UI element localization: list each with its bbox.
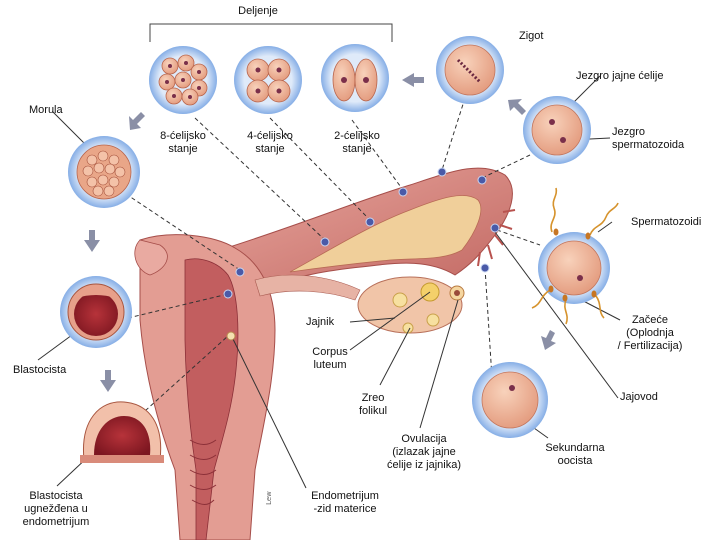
tube-markers [223, 167, 500, 299]
label-division: Deljenje [238, 5, 278, 17]
label-2-cell: 2-ćelijsko stanje [334, 130, 380, 155]
arrow-blasto-to-implanted [100, 370, 116, 392]
label-zygote: Zigot [519, 30, 544, 42]
implant-marker [226, 331, 236, 341]
label-sperm-nucleus: Jezgro spermatozoida [612, 126, 685, 151]
arrow-fert-to-zygote [508, 99, 526, 115]
artist-signature: Lew [264, 491, 273, 505]
label-implanted-blastocyst: Blastocista ugnežđena u endometrijum [22, 490, 90, 528]
division-bracket [149, 23, 393, 42]
label-ovary: Jajnik [306, 316, 335, 328]
label-secondary-oocyte: Sekundarna oocista [545, 442, 605, 467]
label-mature-follicle: Zreo folikul [358, 392, 388, 417]
label-ovulation: Ovulacija (izlazak jajne ćelije iz jajni… [387, 433, 461, 471]
arrow-oocyte-to-fert [541, 330, 556, 350]
two-cell-stage [321, 44, 389, 112]
egg-nucleus-cell [523, 96, 591, 164]
flow-arrows [84, 73, 556, 392]
secondary-oocyte-cell [472, 362, 548, 438]
morula-cell [68, 136, 140, 208]
label-conception: Začeće (Oplodnja / Fertilizacija) [617, 314, 683, 352]
label-fallopian-tube: Jajovod [620, 391, 658, 403]
arrow-zygote-to-2cell [402, 73, 424, 87]
label-egg-nucleus: Jezgro jajne ćelije [576, 70, 664, 82]
zygote-cell [436, 36, 504, 104]
label-8-cell: 8-ćelijsko stanje [160, 130, 206, 155]
blastocyst-cell [60, 276, 132, 348]
label-corpus-luteum: Corpus luteum [312, 346, 348, 371]
fertilization-cell [531, 187, 619, 325]
uterus-anatomy [134, 167, 516, 541]
label-morula: Morula [29, 104, 63, 116]
implanted-blastocyst [80, 401, 164, 463]
eight-cell-stage [149, 46, 217, 114]
arrow-8cell-to-morula [129, 112, 145, 130]
label-spermatozoa: Spermatozoidi [631, 216, 702, 228]
four-cell-stage [234, 46, 302, 114]
arrow-morula-to-blasto [84, 230, 100, 252]
label-4-cell: 4-ćelijsko stanje [247, 130, 293, 155]
label-endometrium: Endometrijum -zid materice [311, 490, 379, 515]
dashed-leaders [119, 97, 541, 421]
label-blastocyst: Blastocista [13, 364, 67, 376]
